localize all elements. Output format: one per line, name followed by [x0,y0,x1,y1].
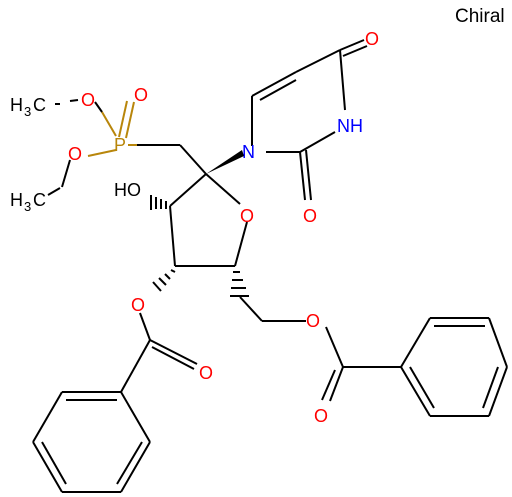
furanose-ring [150,144,249,297]
left-carbonyl-oxygen: O [199,363,213,383]
uracil-oxygen-4: O [365,29,379,49]
methyl-upper-c: C [33,95,46,115]
ring-oxygen: O [240,206,254,226]
right-ester-oxygen: O [306,311,320,331]
methyl-upper-sub: 3 [24,104,31,119]
methyl-lower-sub: 3 [24,199,31,214]
uracil-oxygen-2: O [303,206,317,226]
methyl-upper: H 3 C [10,95,46,119]
methyl-upper-h: H [10,95,23,115]
methyl-lower: H 3 C [10,190,46,214]
uracil-n1: N [242,142,255,162]
hydroxyl-label: HO [114,180,141,200]
chiral-label: Chiral [455,6,505,27]
left-ester-oxygen: O [131,295,145,315]
right-carbonyl-oxygen: O [314,406,328,426]
left-benzoate [32,312,198,493]
phosphonate-oxo: O [134,85,148,105]
phosphorus-label: P [114,135,126,155]
methyl-lower-c: C [33,190,46,210]
uracil-ring [251,39,368,201]
uracil-nh: NH [337,116,363,136]
methyl-lower-h: H [10,190,23,210]
phosphonate-group [55,99,180,188]
phosphonate-methoxy-oxygen-upper: O [81,90,95,110]
phosphonate-methoxy-oxygen-lower: O [68,144,82,164]
right-benzoate [239,296,508,417]
